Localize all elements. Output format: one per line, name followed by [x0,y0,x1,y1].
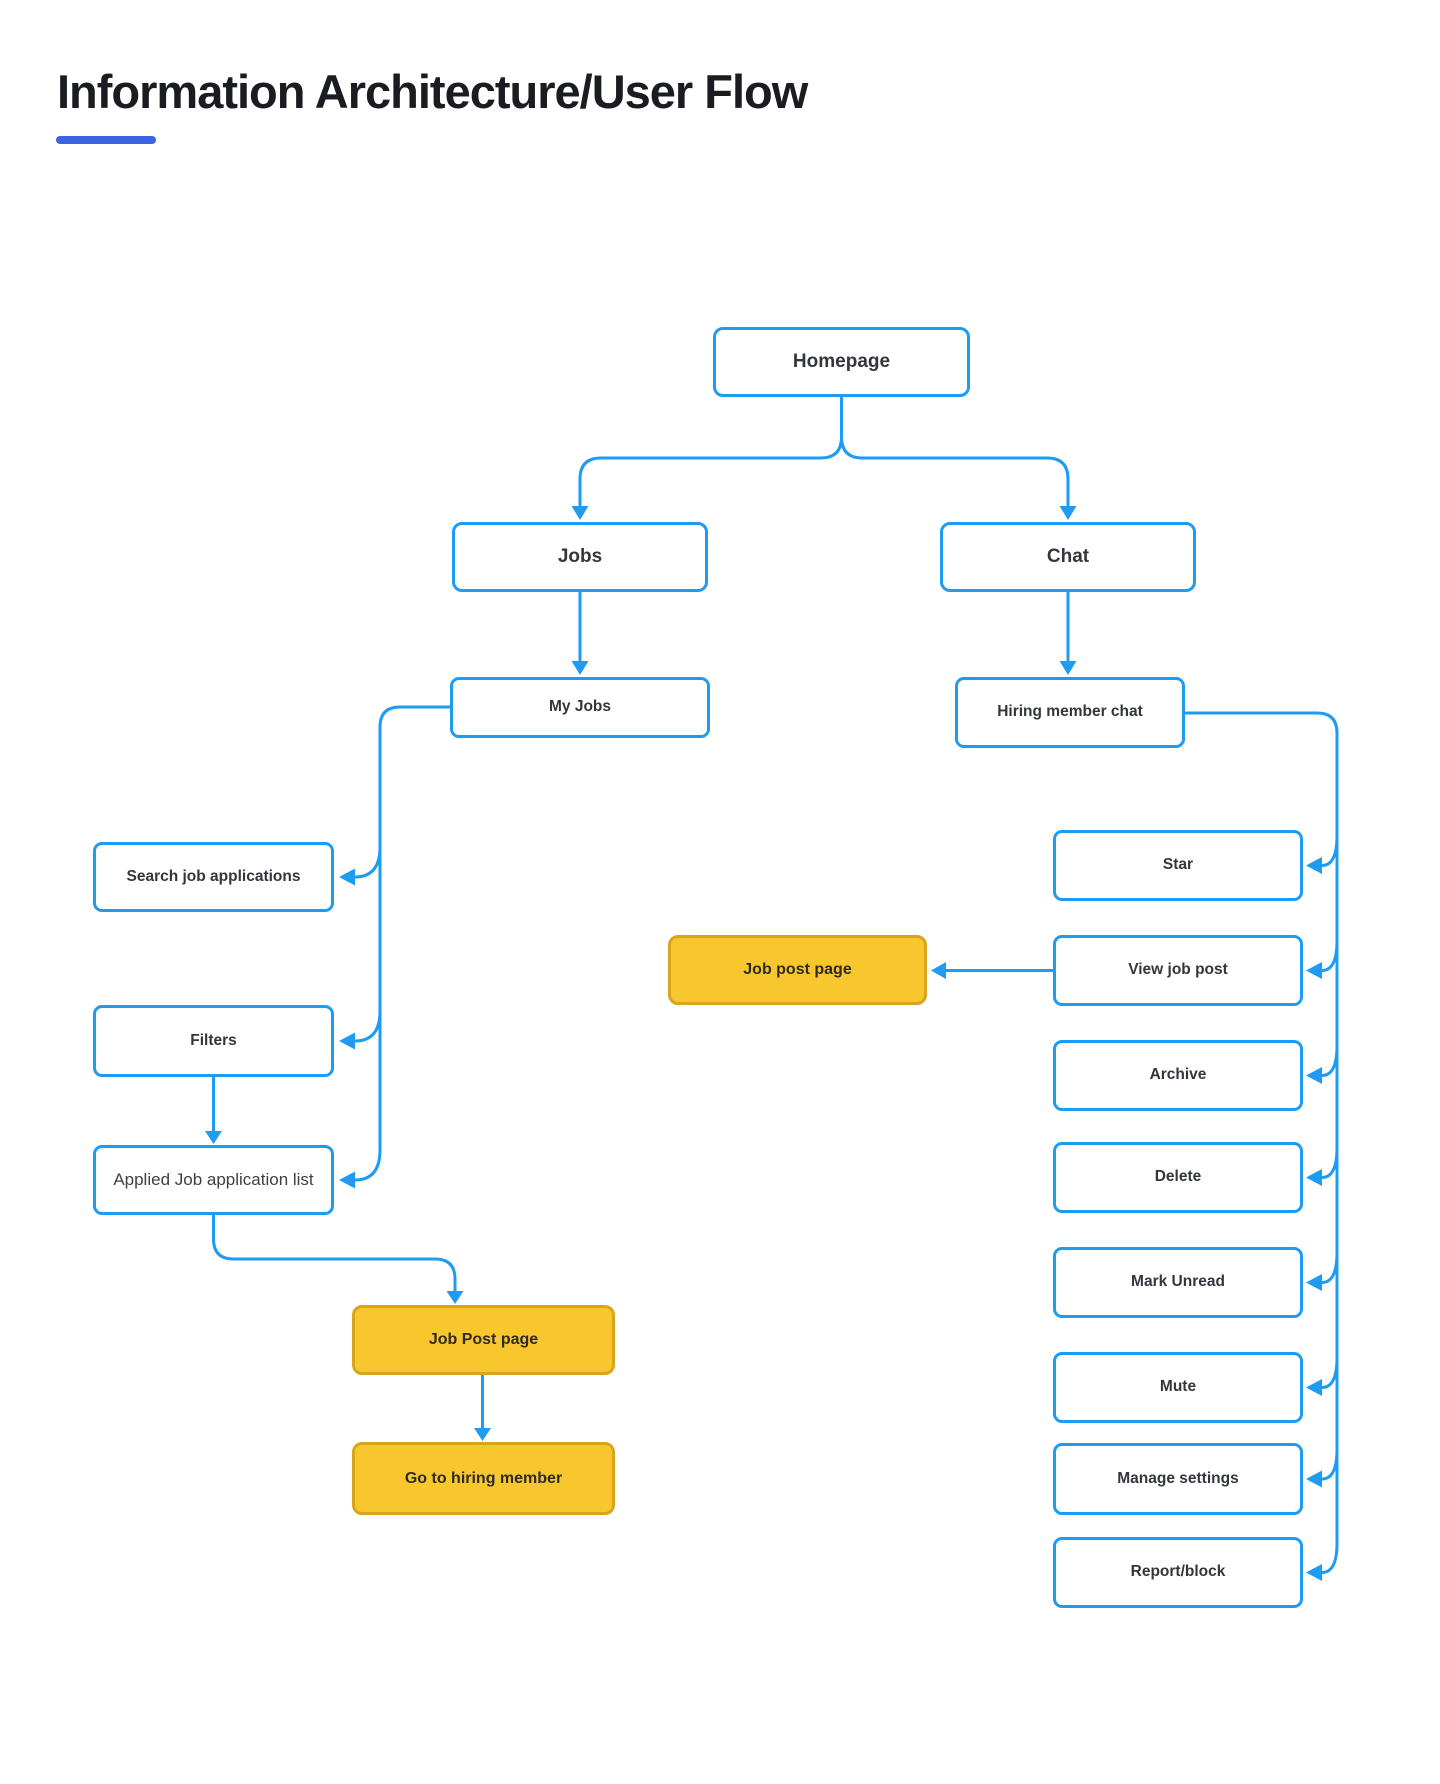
connector-branch-filters [354,1010,382,1043]
connector-branch-delete [1321,1147,1339,1179]
connector-applied-jobpostpage [212,1215,457,1291]
node-manage-settings[interactable]: Manage settings [1053,1443,1303,1515]
arrowhead-filters-applied [205,1131,222,1144]
node-view-job-post[interactable]: View job post [1053,935,1303,1006]
node-star[interactable]: Star [1053,830,1303,901]
arrowhead-into-archive [1306,1067,1322,1084]
node-homepage[interactable]: Homepage [713,327,970,397]
arrowhead-into-search [339,868,355,886]
arrowhead-into-markunread [1306,1274,1322,1291]
node-my-jobs[interactable]: My Jobs [450,677,710,738]
arrowhead-into-delete [1306,1169,1322,1186]
arrowhead-into-mute [1306,1379,1322,1396]
arrowhead-into-chat [1059,506,1077,520]
node-mute[interactable]: Mute [1053,1352,1303,1423]
connector-branch-markunread [1321,1252,1339,1284]
arrowhead-into-filters [339,1032,355,1050]
title-underline [56,136,156,144]
arrowhead-into-star [1306,857,1322,874]
connector-branch-mute [1321,1357,1339,1389]
arrowhead-into-jobpostmid [931,962,946,979]
connector-myjobs-trunk [354,705,450,1182]
node-mark-unread[interactable]: Mark Unread [1053,1247,1303,1318]
arrowhead-into-viewjobpost [1306,962,1322,979]
node-archive[interactable]: Archive [1053,1040,1303,1111]
arrowhead-into-jobs [571,506,589,520]
connector-homepage-jobs [578,397,843,506]
connector-homepage-chat [840,397,1070,506]
node-delete[interactable]: Delete [1053,1142,1303,1213]
connector-branch-viewjobpost [1321,940,1339,972]
node-chat[interactable]: Chat [940,522,1196,592]
connector-branch-search [354,846,382,879]
node-hiring-member-chat[interactable]: Hiring member chat [955,677,1185,748]
node-search-job-applications[interactable]: Search job applications [93,842,334,912]
node-go-to-hiring-member[interactable]: Go to hiring member [352,1442,615,1515]
connector-hiringchat-trunk [1185,711,1339,1574]
node-job-post-page[interactable]: Job Post page [352,1305,615,1375]
node-report-block[interactable]: Report/block [1053,1537,1303,1608]
page-title: Information Architecture/User Flow [57,65,808,118]
node-applied-job-application-list[interactable]: Applied Job application list [93,1145,334,1215]
node-job-post-page-chat[interactable]: Job post page [668,935,927,1005]
arrowhead-into-jobpostpage [446,1291,464,1304]
connector-branch-managesettings [1321,1448,1339,1481]
arrowhead-into-applied [339,1171,355,1189]
node-filters[interactable]: Filters [93,1005,334,1077]
connector-branch-star [1321,835,1339,867]
connector-branch-archive [1321,1045,1339,1077]
node-jobs[interactable]: Jobs [452,522,708,592]
arrowhead-into-managesettings [1306,1470,1322,1488]
arrowhead-into-reportblock [1306,1564,1322,1581]
arrowhead-into-myjobs [571,661,589,675]
arrowhead-into-hiringchat [1059,661,1077,675]
arrowhead-into-gohiring [474,1428,491,1441]
